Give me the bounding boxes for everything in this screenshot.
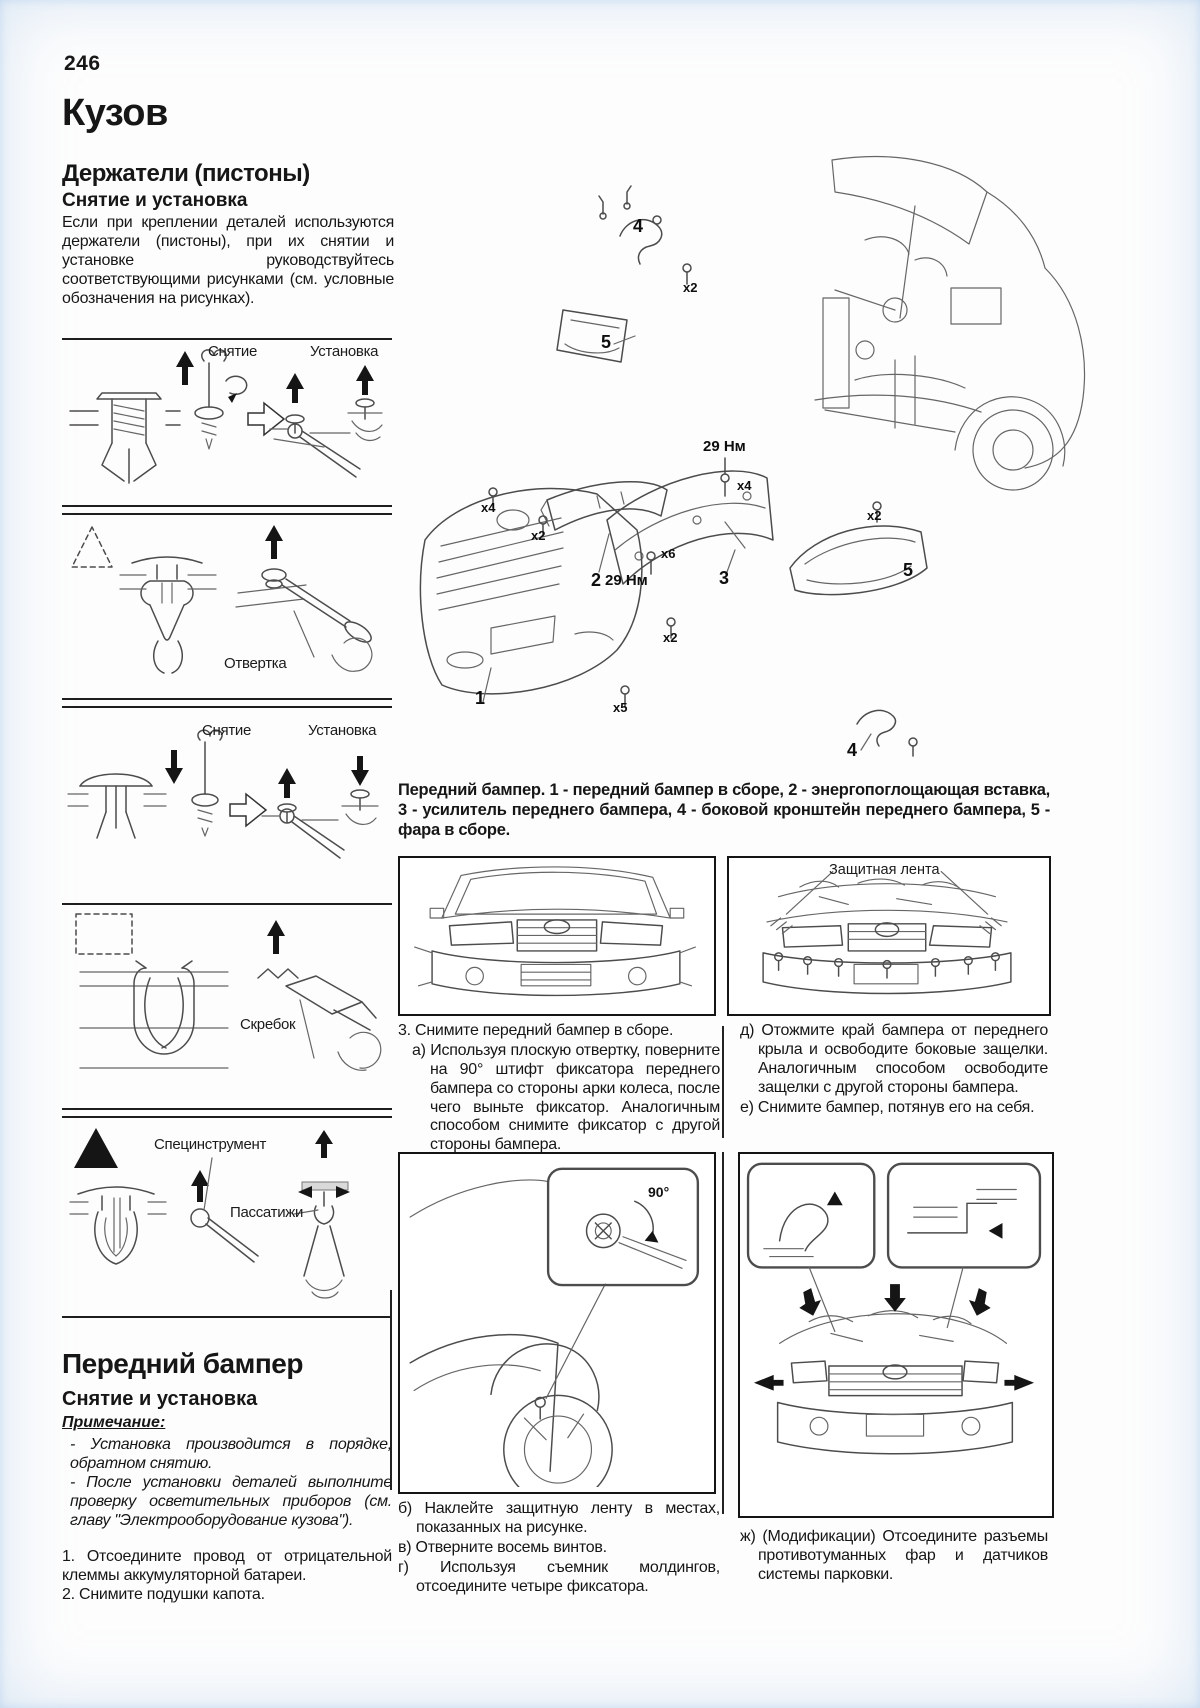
bumper-step-1: 1. Отсоедините провод от отрицательной к… [62, 1548, 392, 1584]
holders-subtitle: Снятие и установка [62, 190, 248, 211]
removal-label: Снятие [202, 722, 252, 739]
wheel-arch-fixator-illustration [409, 1167, 700, 1505]
bumper-subtitle: Снятие и установка [62, 1388, 258, 1410]
special-tool-label: Специнструмент [154, 1136, 267, 1153]
step-b: б) Наклейте защитную ленту в местах, пок… [398, 1500, 720, 1536]
diagram-callout: 5 [601, 332, 612, 352]
diagram-callout: 29 Нм [703, 438, 746, 455]
divider [62, 505, 392, 515]
screwdriver-label: Отвертка [224, 655, 287, 672]
diagram-caption: Передний бампер. 1 - передний бампер в с… [398, 781, 1050, 840]
step-v: в) Отверните восемь винтов. [398, 1538, 607, 1556]
column-divider [722, 1026, 724, 1138]
divider [62, 338, 392, 340]
divider [62, 698, 392, 708]
diagram-callout: 4 [633, 216, 644, 236]
push-clip-removal-illustration [67, 729, 379, 859]
column-divider [722, 1152, 724, 1514]
holders-title: Держатели (пистоны) [62, 160, 310, 187]
exploded-diagram: 4 х2 5 29 Нм х4 х4 х2 2 х6 29 Нм 3 х2 5 … [395, 148, 1145, 775]
note-label: Примечание: [62, 1414, 166, 1431]
panel-fixator-90: 90° [398, 1152, 716, 1505]
clip-box-1: Снятие Установка [62, 341, 392, 503]
step-block-left: 3. Снимите передний бампер в сборе. а) И… [398, 1022, 720, 1156]
step-e: е) Снимите бампер, потянув его на себя. [740, 1098, 1035, 1116]
front-bumper-exploded-drawing [419, 155, 1086, 757]
scraper-label: Скребок [240, 1016, 296, 1033]
step-3a: а) Используя плоскую отвертку, поверните… [412, 1041, 720, 1154]
removal-label: Снятие [208, 343, 258, 360]
bumper-title: Передний бампер [62, 1348, 303, 1379]
uclip-scraper-illustration [75, 913, 382, 1071]
special-tool-pliers-illustration [69, 1128, 350, 1299]
diagram-callout: х2 [663, 630, 678, 645]
step-block-right: д) Отожмите край бампера от переднего кр… [740, 1022, 1048, 1118]
note-line-2: - После установки деталей выполните пров… [70, 1474, 392, 1529]
diagram-callout: 1 [475, 688, 486, 708]
car-front-tape-illustration [762, 870, 1012, 995]
step-block-bottom-right: ж) (Модификации) Отсоедините разъемы про… [740, 1528, 1048, 1586]
clip-box-5: Специнструмент Пассатижи [62, 1118, 392, 1314]
angle-90-label: 90° [648, 1184, 670, 1200]
diagram-callout: 2 [591, 570, 602, 590]
diagram-callout: х5 [613, 700, 628, 715]
clip-box-2: Отвертка [62, 515, 392, 695]
diagram-callout: х2 [683, 280, 698, 295]
install-label: Установка [310, 343, 379, 360]
page-number: 246 [64, 52, 101, 75]
page-title: Кузов [62, 92, 168, 134]
diagram-callout: х2 [531, 528, 546, 543]
step-3: 3. Снимите передний бампер в сборе. [398, 1022, 674, 1039]
clip-box-3: Снятие Установка [62, 708, 392, 901]
diagram-callout: х4 [481, 500, 496, 515]
diagram-callout: 4 [847, 740, 858, 760]
panel-protective-tape: Защитная лента [727, 856, 1051, 1016]
bumper-release-illustration [746, 1162, 1042, 1455]
install-label: Установка [308, 722, 377, 739]
panel-front-view [398, 856, 716, 1016]
note-line-1: - Установка производится в порядке, обра… [70, 1436, 392, 1472]
screw-clip-removal-illustration [69, 349, 383, 484]
bumper-step-2: 2. Снимите подушки капота. [62, 1586, 265, 1603]
diagram-callout: 3 [719, 568, 730, 588]
expansion-clip-screwdriver-illustration [71, 525, 373, 674]
step-zh: ж) (Модификации) Отсоедините разъемы про… [740, 1528, 1048, 1583]
protective-tape-label: Защитная лента [829, 862, 940, 878]
holders-intro: Если при креплении деталей используются … [62, 214, 394, 307]
step-g: г) Используя съемник молдингов, отсоедин… [398, 1558, 720, 1595]
pliers-label: Пассатижи [230, 1204, 304, 1221]
step-d: д) Отожмите край бампера от переднего кр… [740, 1022, 1048, 1096]
clip-box-4: Скребок [62, 906, 392, 1106]
divider [62, 1316, 392, 1318]
diagram-callout: х4 [737, 478, 752, 493]
diagram-callout: 5 [903, 560, 914, 580]
diagram-callout: 29 Нм [605, 572, 648, 589]
divider [62, 903, 392, 905]
car-front-view-illustration [414, 866, 696, 997]
column-divider [390, 1290, 392, 1490]
diagram-callout: х2 [867, 508, 882, 523]
panel-release-clips [738, 1152, 1054, 1518]
diagram-callout: х6 [661, 546, 676, 561]
divider [62, 1108, 392, 1118]
step-block-bottom-mid: б) Наклейте защитную ленту в местах, пок… [398, 1500, 720, 1597]
